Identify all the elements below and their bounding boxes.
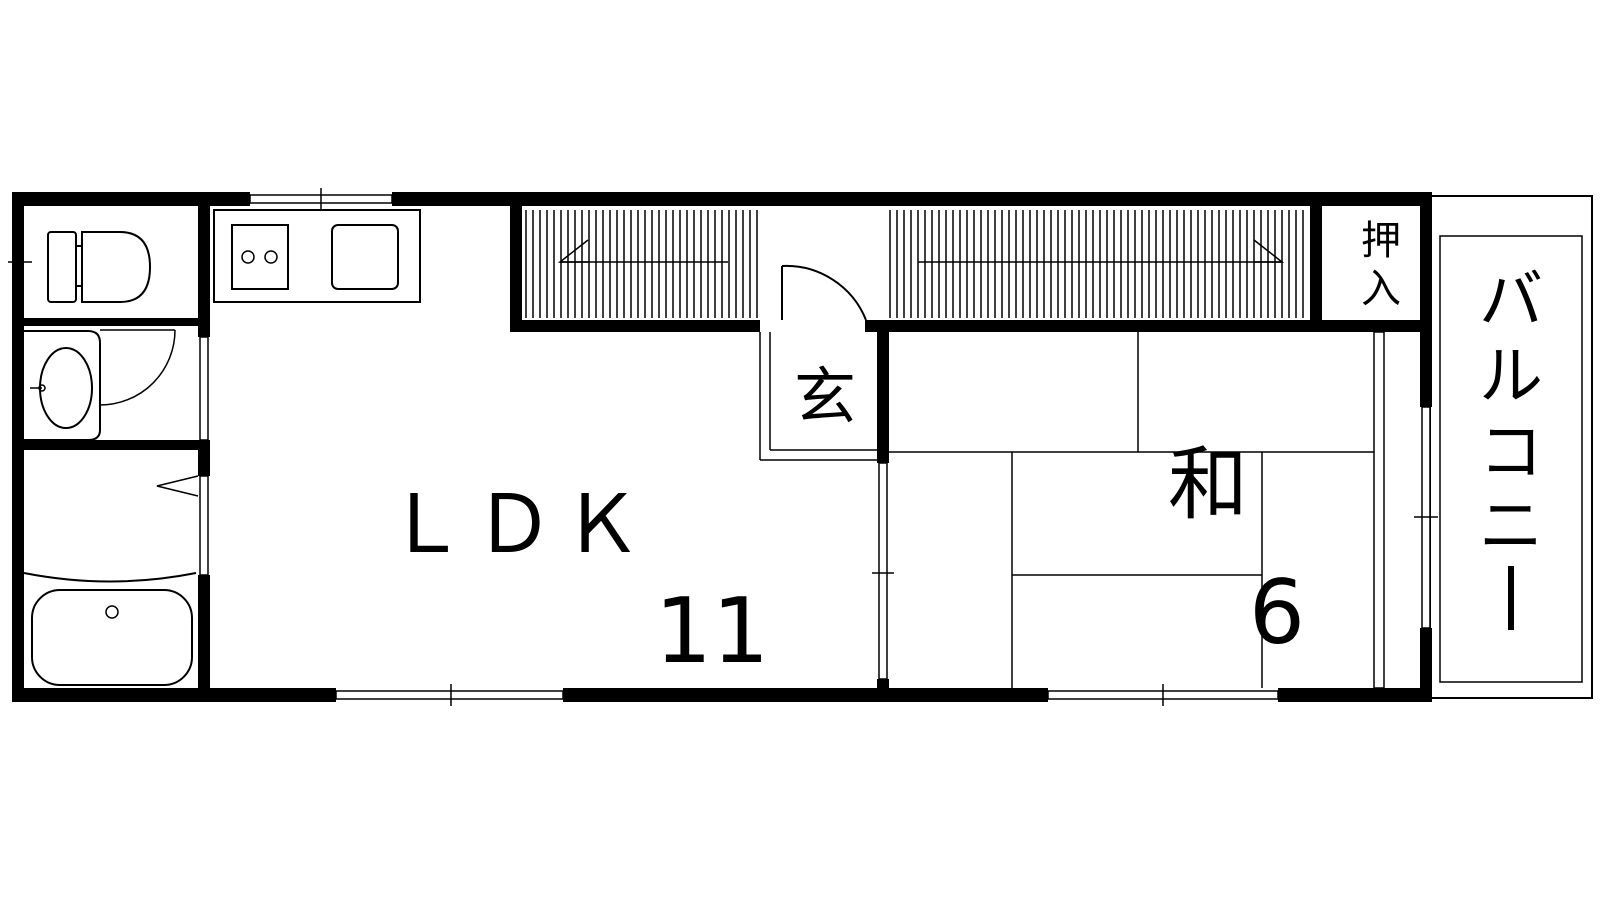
- entrance-door: [781, 264, 867, 321]
- ldk-size-label: 11: [655, 579, 770, 684]
- stair-arrow-icon: [557, 239, 589, 263]
- balcony-char: ニ: [1479, 490, 1543, 564]
- balcony-label: バ ル コ ニ: [1479, 264, 1543, 630]
- oshiire-label-1: 押: [1361, 218, 1401, 264]
- balcony-char: バ: [1479, 264, 1543, 338]
- stair-arrow-icon: [1253, 239, 1285, 263]
- genkan-label: 玄: [794, 360, 856, 433]
- interior-walls: [12, 192, 1432, 702]
- ldk-label: ＬＤＫ: [386, 478, 650, 571]
- washitsu-size-label: 6: [1249, 561, 1305, 664]
- balcony-char: ル: [1479, 340, 1543, 414]
- washitsu-label: 和: [1168, 438, 1248, 531]
- genkan-step: [759, 332, 878, 461]
- stairs-left: [525, 210, 758, 318]
- stairs-right: [889, 210, 1304, 318]
- kitchen-counter: [213, 209, 421, 303]
- tatami-lines: [889, 332, 1374, 688]
- washbasin: [24, 329, 176, 441]
- oshiire-label-2: 入: [1361, 266, 1401, 312]
- balcony-char: コ: [1479, 416, 1543, 490]
- bathtub: [23, 475, 199, 686]
- toilet: [47, 231, 152, 303]
- windows: [8, 188, 1438, 706]
